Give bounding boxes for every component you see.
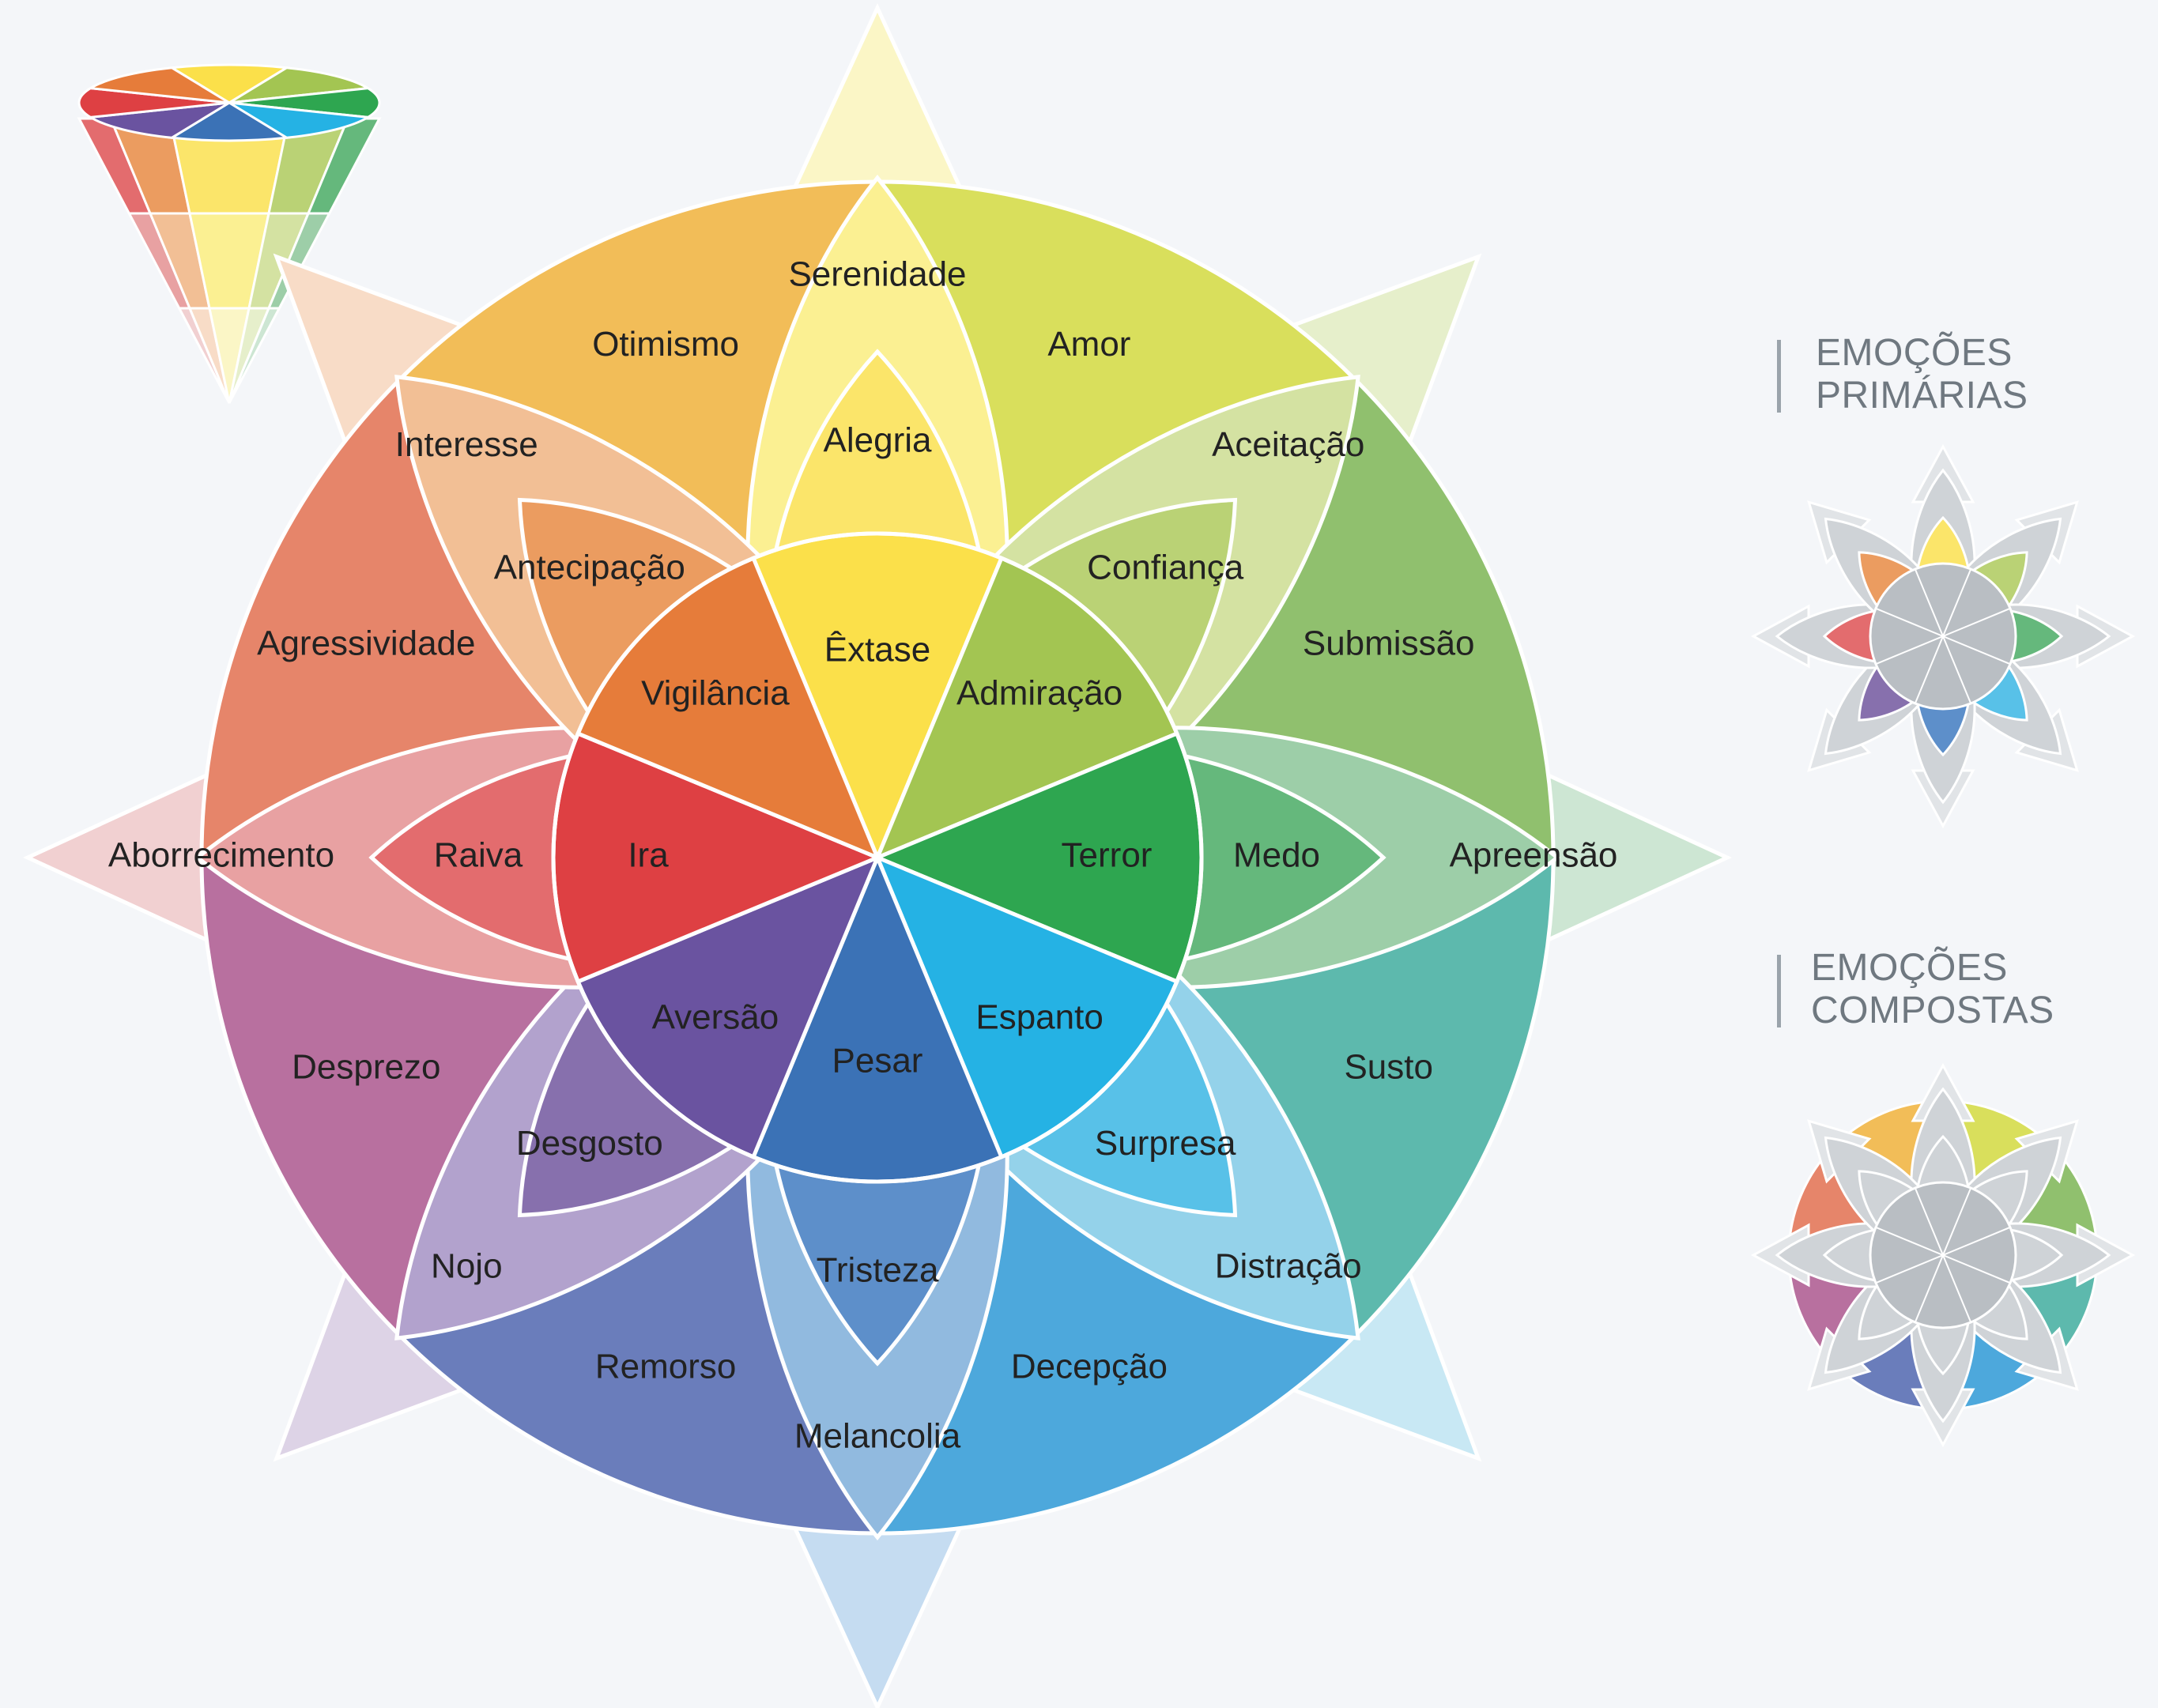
spoke-line	[577, 732, 878, 859]
label-sadness-inner: Pesar	[832, 1042, 923, 1080]
label-trust-mid: Confiança	[1087, 548, 1244, 586]
label-anger-mid: Raiva	[434, 836, 523, 875]
spoke-line	[577, 856, 878, 983]
label-fear-mid: Medo	[1233, 836, 1320, 875]
label-dyad: Remorso	[595, 1347, 737, 1386]
label-dyad: Agressividade	[257, 624, 475, 663]
cone-top-sector	[228, 66, 372, 104]
legend-divider	[1777, 955, 1781, 1027]
cone-top-sector	[77, 87, 230, 119]
label-anticipation-inner: Vigilância	[641, 674, 790, 713]
label-fear-inner: Terror	[1062, 836, 1153, 875]
legend-primary-mini-wheel	[1750, 443, 2136, 829]
label-disgust-mid: Desgosto	[516, 1124, 663, 1163]
cone-top-sector	[86, 66, 230, 104]
label-dyad: Submissão	[1303, 624, 1475, 663]
cone-top-sector	[228, 101, 372, 139]
mini-spoke	[1875, 1226, 1944, 1256]
label-surprise-inner: Espanto	[975, 998, 1103, 1037]
legend-divider	[1777, 340, 1781, 413]
mini-spoke	[1942, 1254, 1972, 1323]
label-dyad: Decepção	[1011, 1347, 1168, 1386]
spoke-line	[876, 557, 1003, 858]
spoke-line	[876, 857, 1003, 1158]
label-dyad: Amor	[1047, 325, 1130, 364]
legend-compound-title-line1: EMOÇÕES	[1811, 946, 2008, 989]
spoke-line	[877, 856, 1178, 983]
label-disgust-outer: Nojo	[431, 1246, 503, 1285]
label-joy-inner: Êxtase	[824, 631, 931, 669]
label-joy-outer: Serenidade	[788, 255, 966, 294]
spoke-line	[752, 557, 879, 858]
mini-spoke	[1942, 1187, 1972, 1256]
label-sadness-mid: Tristeza	[817, 1251, 939, 1290]
mini-spoke	[1914, 635, 1944, 704]
label-trust-inner: Admiração	[956, 674, 1122, 713]
label-anticipation-mid: Antecipação	[494, 548, 685, 586]
cone-top-sector	[86, 101, 230, 139]
mini-spoke	[1942, 1254, 2011, 1284]
label-dyad: Desprezo	[292, 1048, 440, 1087]
mini-spoke	[1914, 1254, 1944, 1323]
mini-spoke	[1942, 568, 1972, 637]
legend-compound-title-line2: COMPOSTAS	[1811, 990, 2054, 1031]
mini-spoke	[1875, 1254, 1944, 1284]
label-anticipation-outer: Interesse	[395, 425, 538, 464]
inner-ring-outline	[551, 531, 1204, 1184]
mini-spoke	[1914, 1187, 1944, 1256]
legend-compound-emotions: EMOÇÕES COMPOSTAS	[1750, 946, 2136, 1448]
legend-primary-emotions: EMOÇÕES PRIMÁRIAS	[1750, 331, 2136, 829]
label-dyad: Otimismo	[592, 325, 739, 364]
legend-primary-title-line1: EMOÇÕES	[1816, 331, 2013, 374]
label-joy-mid: Alegria	[824, 421, 932, 460]
label-surprise-outer: Distração	[1215, 1246, 1362, 1285]
spoke-line	[877, 732, 1178, 859]
label-trust-outer: Aceitação	[1212, 425, 1364, 464]
legend-primary-title-line2: PRIMÁRIAS	[1816, 375, 2028, 417]
spoke-line	[752, 857, 879, 1158]
mini-spoke	[1942, 1226, 2011, 1256]
cone-top-sector	[168, 63, 291, 104]
cone-top-sector	[168, 101, 291, 142]
mini-spoke	[1914, 568, 1944, 637]
mini-spoke	[1942, 607, 2011, 637]
cone-band	[228, 307, 281, 404]
label-anger-outer: Aborrecimento	[108, 836, 334, 875]
label-fear-outer: Apreensão	[1450, 836, 1618, 875]
emotion-petals	[194, 175, 1560, 1540]
mini-spoke	[1875, 607, 1944, 637]
label-anger-inner: Ira	[628, 836, 669, 875]
mini-spoke	[1942, 635, 1972, 704]
mini-spoke	[1942, 635, 2011, 665]
cone-top-sector	[228, 87, 381, 119]
label-sadness-outer: Melancolia	[794, 1417, 961, 1456]
label-disgust-inner: Aversão	[652, 998, 779, 1037]
legend-compound-mini-wheel	[1750, 1062, 2136, 1448]
label-surprise-mid: Surpresa	[1095, 1124, 1236, 1163]
mini-spoke	[1875, 635, 1944, 665]
label-dyad: Susto	[1344, 1048, 1433, 1087]
